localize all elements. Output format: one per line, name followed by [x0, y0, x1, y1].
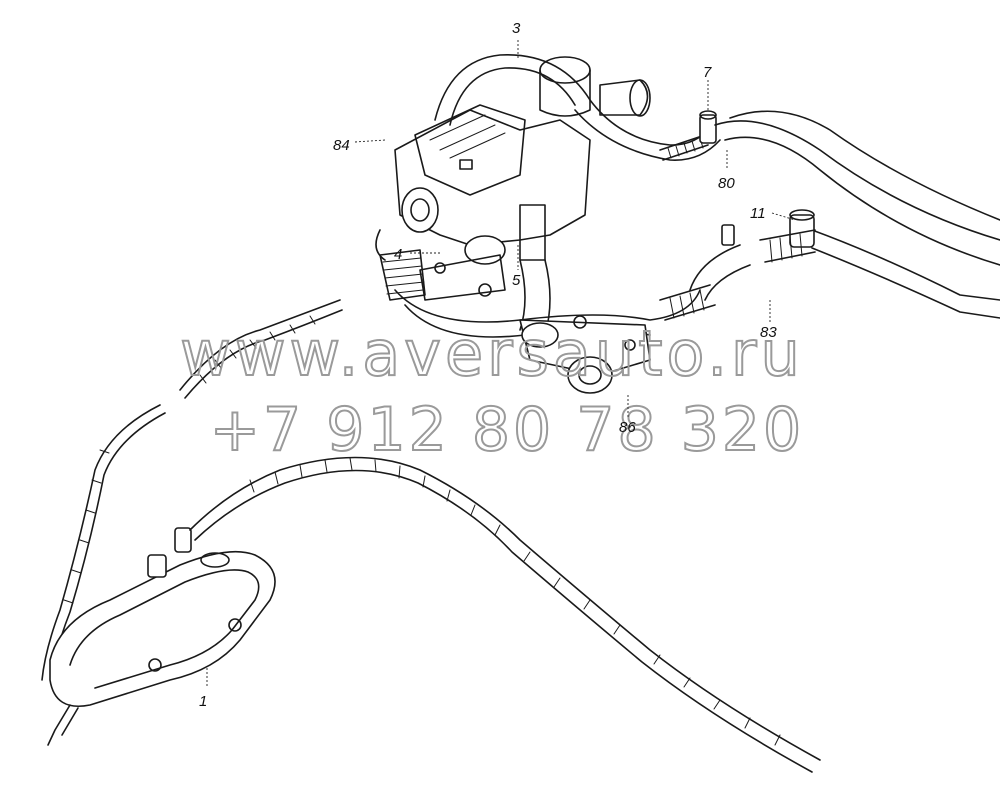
callout-7: 7: [703, 64, 712, 81]
spring-coil: [375, 229, 426, 301]
fitting-11-assembly: [689, 209, 816, 301]
long-return-hose: [189, 456, 821, 773]
callout-1: 1: [199, 693, 207, 710]
corrugated-hose-7: [659, 110, 717, 161]
callout-80: 80: [718, 175, 735, 192]
heater-unit: [394, 56, 651, 301]
valve-assembly-86: [519, 315, 651, 394]
callout-84: 84: [333, 137, 350, 154]
callout-3: 3: [512, 20, 521, 37]
callout-86: 86: [619, 419, 636, 436]
right-coolant-pipes: [714, 110, 1000, 319]
callout-5: 5: [512, 272, 521, 289]
short-hose-segment: [179, 299, 343, 399]
callout-11: 11: [750, 205, 766, 222]
callout-83: 83: [760, 324, 777, 341]
callout-leaders: [206, 40, 796, 688]
fuel-tank: [47, 527, 276, 746]
callout-4: 4: [394, 246, 402, 263]
watermark-phone: +7 912 80 78 320: [210, 395, 804, 465]
watermark-site: www.aversauto.ru: [180, 317, 804, 390]
